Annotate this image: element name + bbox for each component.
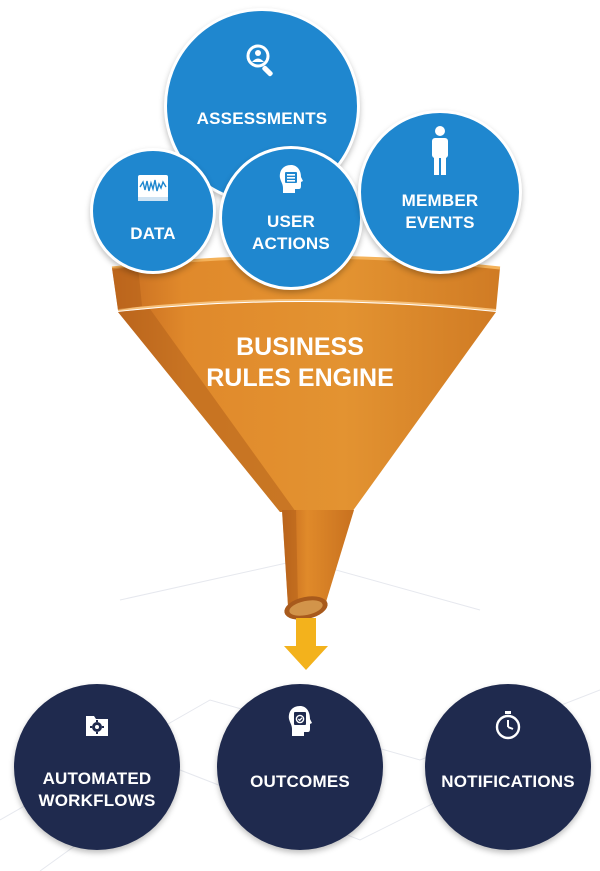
waveform-document-icon (138, 175, 168, 201)
funnel-cone (118, 302, 496, 512)
funnel-spout (282, 510, 354, 606)
engine-title-line2: RULES ENGINE (206, 364, 394, 392)
member-events-label-2: EVENTS (405, 213, 475, 232)
member-events-circle: MEMBER EVENTS (358, 110, 522, 274)
data-label: DATA (130, 224, 176, 243)
search-person-icon (246, 44, 273, 77)
user-actions-circle: USER ACTIONS (219, 146, 363, 290)
folder-gear-icon (86, 716, 108, 736)
outcomes-circle: OUTCOMES (217, 684, 383, 850)
engine-title-line1: BUSINESS (236, 333, 364, 361)
notifications-circle: NOTIFICATIONS (425, 684, 591, 850)
outcomes-label: OUTCOMES (250, 772, 350, 791)
data-circle: DATA (90, 148, 216, 274)
user-actions-label-2: ACTIONS (252, 234, 330, 253)
head-check-icon (288, 706, 312, 736)
person-icon (432, 126, 448, 175)
automated-workflows-label-1: AUTOMATED (42, 769, 152, 788)
member-events-label-1: MEMBER (401, 191, 479, 210)
automated-workflows-label-2: WORKFLOWS (38, 791, 156, 810)
down-arrow (284, 618, 328, 670)
engine-title: BUSINESS RULES ENGINE (180, 332, 420, 394)
head-list-icon (279, 165, 303, 193)
assessments-label: ASSESSMENTS (196, 109, 328, 128)
automated-workflows-circle: AUTOMATED WORKFLOWS (14, 684, 180, 850)
user-actions-label-1: USER (266, 212, 316, 231)
stopwatch-icon (495, 711, 521, 740)
notifications-label: NOTIFICATIONS (441, 772, 575, 791)
